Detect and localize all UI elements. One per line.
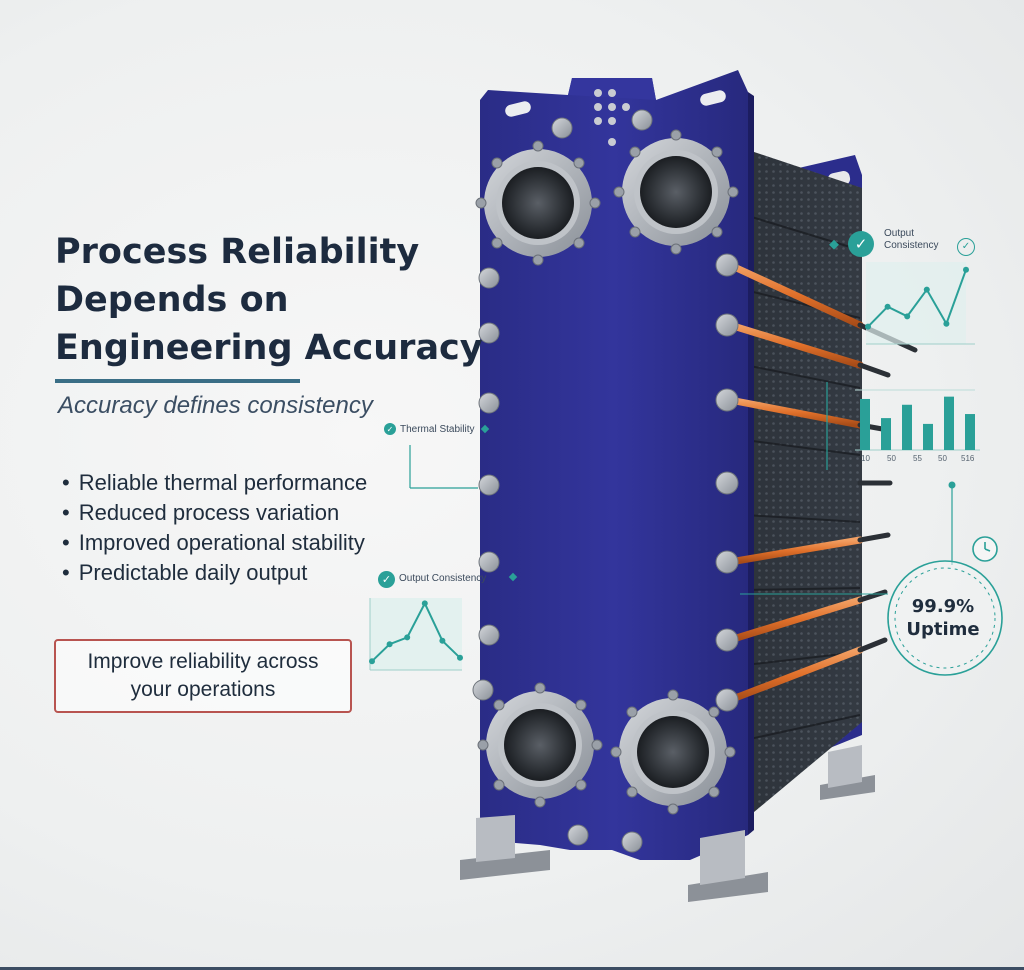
diamond-marker — [829, 239, 839, 250]
benefit-text: Reduced process variation — [78, 500, 340, 525]
check-icon: ✓ — [384, 423, 396, 435]
bar-chart — [826, 382, 980, 470]
right-chart-point — [904, 313, 911, 320]
uptime-ring-inner — [894, 567, 996, 669]
left-chart-series-line — [371, 601, 461, 662]
bullet-dot: • — [62, 530, 70, 555]
port-bottom-right — [619, 698, 727, 806]
thermal-stability-leader — [409, 445, 478, 489]
benefit-item: • Improved operational stability — [62, 528, 367, 558]
right-chart-point — [865, 323, 871, 330]
bar — [860, 398, 870, 450]
output-consistency-label-left: Output Consistency — [399, 573, 487, 584]
bar-tick-label: 55 — [913, 454, 922, 463]
bar-tick-label: 516 — [961, 454, 975, 463]
diamond-marker — [480, 424, 490, 434]
hero-subtitle: Accuracy defines consistency — [58, 392, 373, 419]
benefit-item: • Predictable daily output — [62, 558, 367, 588]
bar-chart-bars — [860, 396, 975, 450]
ports — [475, 129, 739, 815]
left-chart-point — [457, 654, 463, 661]
bottom-rule — [0, 967, 1024, 970]
benefit-item: • Reduced process variation — [62, 498, 367, 528]
check-icon: ✓ — [378, 571, 395, 588]
right-line-chart — [865, 262, 975, 345]
benefit-text: Improved operational stability — [78, 530, 365, 555]
check-icon: ✓ — [848, 231, 874, 257]
hero-title: Process Reliability Depends on Engineeri… — [55, 228, 483, 372]
tie-rods — [726, 261, 918, 704]
left-chart-point — [421, 600, 428, 607]
left-line-chart — [369, 598, 463, 671]
output-consistency-label-line-2: Consistency — [884, 240, 939, 251]
hero-title-line-1: Process Reliability — [55, 232, 420, 272]
left-chart-point — [404, 634, 411, 641]
port-bottom-left — [486, 691, 594, 799]
uptime-readout: 99.9% Uptime — [893, 595, 993, 641]
bolt-heads — [472, 109, 739, 853]
uptime-ring — [887, 560, 1003, 676]
bar — [923, 423, 933, 450]
port-top-right — [622, 138, 730, 246]
bar-tick-label: 50 — [887, 454, 896, 463]
bar — [944, 396, 954, 450]
support-feet — [460, 745, 875, 902]
right-chart-series-line — [867, 269, 967, 328]
leader-dot — [948, 481, 956, 489]
uptime-value: 99.9% — [911, 596, 975, 617]
left-chart-area — [370, 598, 462, 670]
hero-title-line-2: Depends on — [55, 280, 289, 320]
bullet-dot: • — [62, 500, 70, 525]
bar — [881, 418, 891, 450]
left-chart-point — [369, 658, 375, 665]
bar — [965, 414, 975, 450]
clock-icon — [972, 536, 998, 562]
output-consistency-label-right: Output Consistency — [884, 228, 938, 252]
benefit-item: • Reliable thermal performance — [62, 468, 367, 498]
right-chart-point — [963, 266, 969, 273]
title-underline — [55, 379, 300, 383]
improve-reliability-button[interactable]: Improve reliability across your operatio… — [54, 639, 352, 713]
left-chart-points — [369, 600, 463, 665]
benefit-text: Predictable daily output — [78, 560, 308, 585]
output-consistency-label-line-1: Output — [884, 228, 915, 239]
right-chart-point — [884, 303, 891, 310]
right-chart-points — [865, 266, 969, 330]
thermal-stability-label: Thermal Stability — [400, 424, 475, 435]
bar-tick-label: 10 — [861, 454, 870, 463]
bullet-dot: • — [62, 560, 70, 585]
hero-title-line-3: Engineering Accuracy — [55, 328, 483, 368]
right-chart-point — [943, 320, 950, 327]
benefit-text: Reliable thermal performance — [78, 470, 368, 495]
bar-tick-label: 50 — [938, 454, 947, 463]
port-top-left — [484, 149, 592, 257]
benefits-list: • Reliable thermal performance • Reduced p… — [62, 468, 367, 588]
bullet-dot: • — [62, 470, 70, 495]
bar — [902, 404, 912, 450]
right-chart-point — [923, 286, 930, 293]
diamond-marker — [508, 572, 518, 582]
check-icon: ✓ — [957, 238, 975, 256]
uptime-gauge — [740, 481, 1003, 676]
left-chart-point — [386, 641, 393, 648]
uptime-label: Uptime — [906, 619, 980, 640]
left-chart-point — [439, 637, 446, 644]
